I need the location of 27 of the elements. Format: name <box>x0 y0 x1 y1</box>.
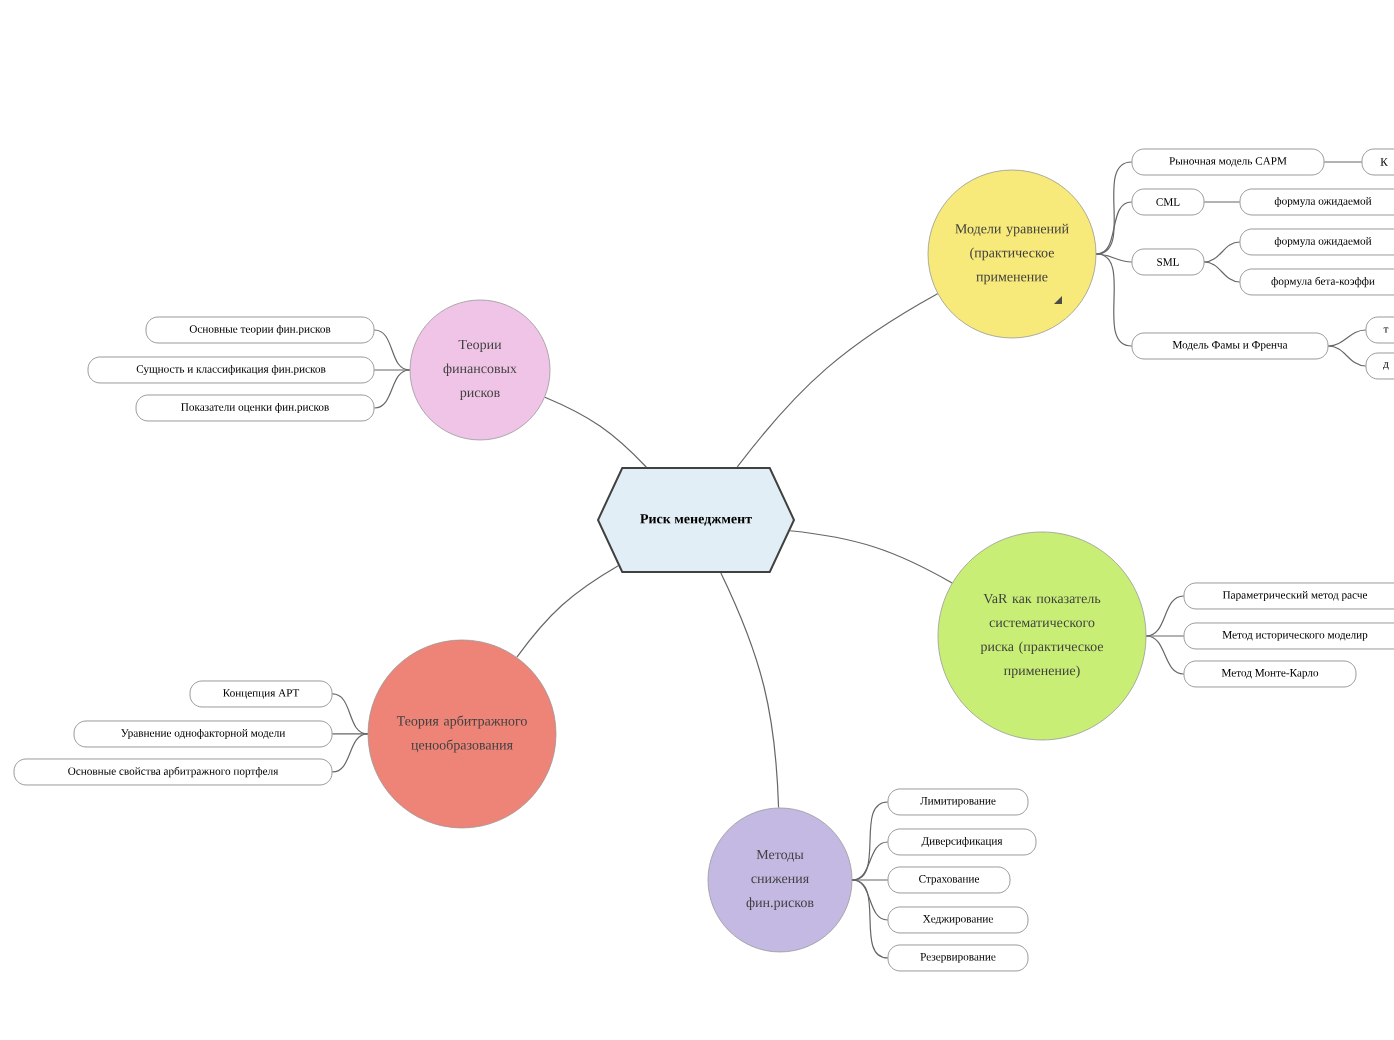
connector-line <box>373 329 411 371</box>
connector-line <box>516 565 619 658</box>
connector-line <box>1145 595 1185 637</box>
connector-line <box>544 396 648 468</box>
connector-line <box>1203 261 1241 283</box>
connector-line <box>789 530 953 584</box>
connector-line <box>373 369 411 409</box>
connector-line <box>736 293 939 468</box>
connector-line <box>851 879 889 881</box>
connector-line <box>373 369 411 371</box>
connector-line <box>1145 635 1185 675</box>
connector-line <box>720 572 780 809</box>
connector-line <box>1323 161 1363 163</box>
connector-line <box>1095 201 1133 255</box>
connector-line <box>331 733 369 735</box>
connector-line <box>851 879 889 921</box>
connector-line <box>1327 329 1367 347</box>
connector-line <box>1203 241 1241 263</box>
connector-line <box>331 693 369 735</box>
connector-line <box>1145 635 1185 637</box>
connector-line <box>1095 253 1133 263</box>
connector-line <box>851 879 889 959</box>
connector-line <box>1095 253 1133 347</box>
connector-line <box>331 733 369 773</box>
connector-line <box>1203 201 1241 203</box>
connector-line <box>851 841 889 881</box>
connector-line <box>1327 345 1367 367</box>
